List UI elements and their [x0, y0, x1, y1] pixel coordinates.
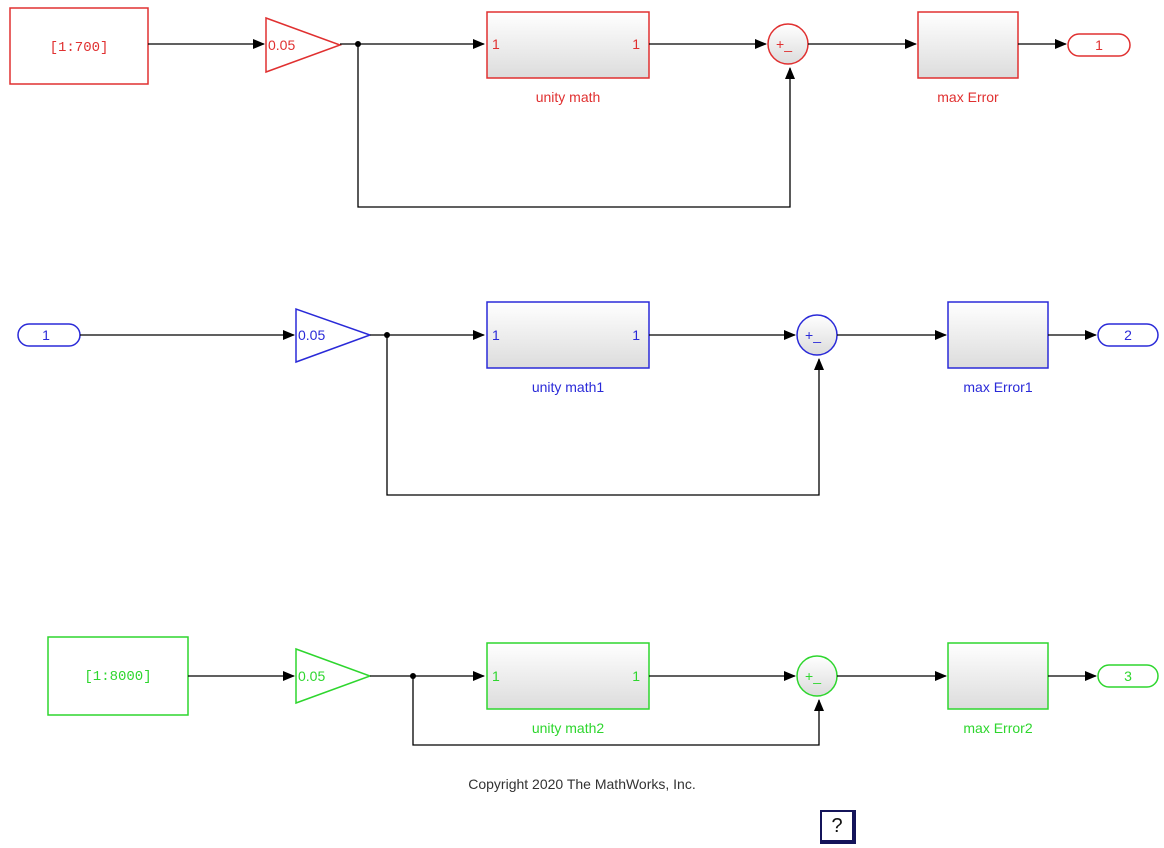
- subsystem-in-port: 1: [492, 327, 500, 343]
- subsystem-out-port: 1: [632, 327, 640, 343]
- gain-block-2[interactable]: 0.05: [295, 307, 373, 364]
- outport-2[interactable]: 2: [1097, 323, 1159, 347]
- row-2: 1 0.05 1 1 unity math1 +_ max Error1 2: [17, 301, 1159, 496]
- outport-number: 1: [1095, 37, 1103, 53]
- outport-number: 3: [1124, 668, 1132, 684]
- row-1: [1:700] 0.05 1 1 unity math +_ max Error: [9, 7, 1131, 208]
- max-error-block-1[interactable]: [917, 11, 1019, 79]
- constant-block-3[interactable]: [1:8000]: [47, 636, 189, 716]
- subsystem-label: unity math2: [532, 720, 605, 736]
- feedback-line: [386, 335, 824, 496]
- max-error-block-2[interactable]: [947, 301, 1049, 369]
- feedback-line: [412, 676, 824, 746]
- constant-value: [1:700]: [50, 40, 109, 56]
- inport-number: 1: [42, 327, 50, 343]
- row-3: [1:8000] 0.05 1 1 unity math2 +_ max Err…: [47, 636, 1159, 746]
- subsystem-out-port: 1: [632, 668, 640, 684]
- constant-block-1[interactable]: [1:700]: [9, 7, 149, 85]
- inport-1[interactable]: 1: [17, 323, 81, 347]
- subsystem-out-port: 1: [632, 36, 640, 52]
- subsystem-block-3[interactable]: 1 1: [486, 642, 650, 710]
- subsystem-block-2[interactable]: 1 1: [486, 301, 650, 369]
- outport-1[interactable]: 1: [1067, 33, 1131, 57]
- max-error-label: max Error: [937, 89, 999, 105]
- constant-value: [1:8000]: [84, 669, 151, 685]
- sum-signs: +_: [805, 327, 821, 343]
- copyright-text: Copyright 2020 The MathWorks, Inc.: [468, 776, 696, 792]
- sum-block-2[interactable]: +_: [796, 314, 838, 356]
- subsystem-label: unity math: [536, 89, 601, 105]
- sum-signs: +_: [776, 36, 792, 52]
- help-button[interactable]: ?: [820, 810, 856, 844]
- subsystem-in-port: 1: [492, 668, 500, 684]
- sum-block-3[interactable]: +_: [796, 655, 838, 697]
- subsystem-label: unity math1: [532, 379, 605, 395]
- max-error-label: max Error2: [963, 720, 1032, 736]
- subsystem-in-port: 1: [492, 36, 500, 52]
- subsystem-block-1[interactable]: 1 1: [486, 11, 650, 79]
- gain-value: 0.05: [298, 327, 325, 343]
- gain-value: 0.05: [268, 37, 295, 53]
- sum-block-1[interactable]: +_: [767, 23, 809, 65]
- sum-signs: +_: [805, 668, 821, 684]
- max-error-label: max Error1: [963, 379, 1032, 395]
- max-error-block-3[interactable]: [947, 642, 1049, 710]
- gain-block-1[interactable]: 0.05: [265, 16, 343, 74]
- feedback-line: [357, 44, 795, 208]
- gain-block-3[interactable]: 0.05: [295, 647, 373, 705]
- outport-3[interactable]: 3: [1097, 664, 1159, 688]
- outport-number: 2: [1124, 327, 1132, 343]
- gain-value: 0.05: [298, 668, 325, 684]
